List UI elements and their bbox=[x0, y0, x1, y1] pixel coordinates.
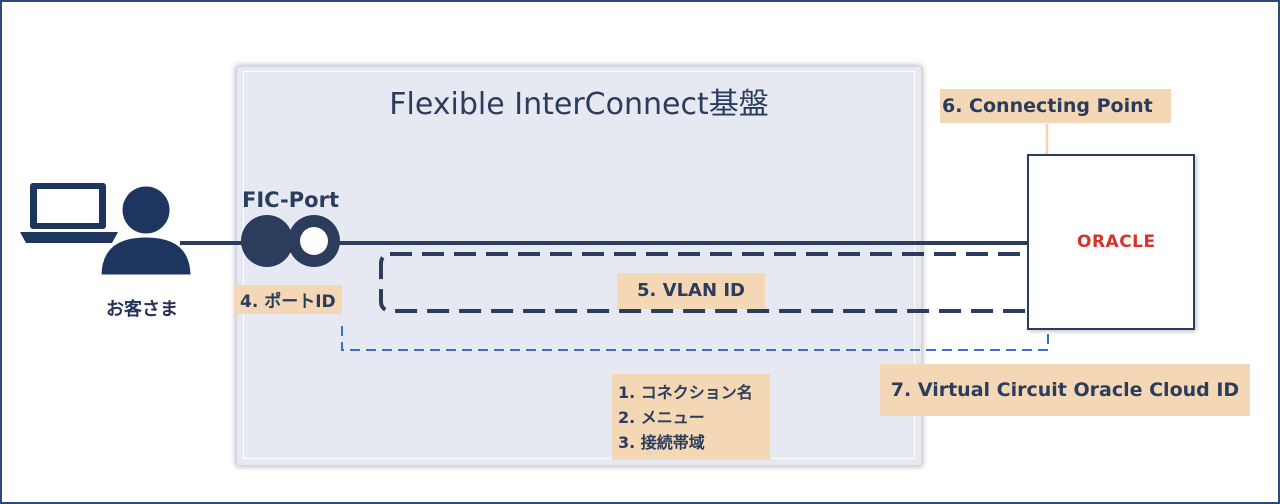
param-connection-name: 1. コネクション名 bbox=[618, 383, 753, 402]
oracle-logo: ORACLE bbox=[1077, 232, 1156, 252]
platform-inner-border bbox=[243, 71, 915, 459]
fic-port-icon bbox=[241, 215, 340, 267]
person-icon bbox=[98, 183, 194, 278]
user-label: お客さま bbox=[106, 299, 178, 320]
param-bandwidth: 3. 接続帯域 bbox=[618, 433, 705, 452]
fic-port-title: FIC-Port bbox=[242, 188, 339, 212]
connecting-point-label: 6. Connecting Point bbox=[940, 89, 1171, 123]
param-menu: 2. メニュー bbox=[618, 408, 705, 427]
port-id-label: 4. ポートID bbox=[234, 285, 342, 314]
virtual-circuit-label: 7. Virtual Circuit Oracle Cloud ID bbox=[880, 364, 1250, 416]
connection-params-box: 1. コネクション名 2. メニュー 3. 接続帯域 bbox=[612, 374, 770, 460]
fic-platform-box: Flexible InterConnect基盤 bbox=[236, 66, 922, 466]
oracle-cloud-box: ORACLE bbox=[1027, 154, 1195, 330]
virtual-circuit-dashed-line bbox=[341, 326, 1049, 351]
laptop-icon bbox=[20, 183, 118, 243]
platform-title: Flexible InterConnect基盤 bbox=[389, 87, 769, 122]
vlan-id-label: 5. VLAN ID bbox=[617, 273, 765, 309]
